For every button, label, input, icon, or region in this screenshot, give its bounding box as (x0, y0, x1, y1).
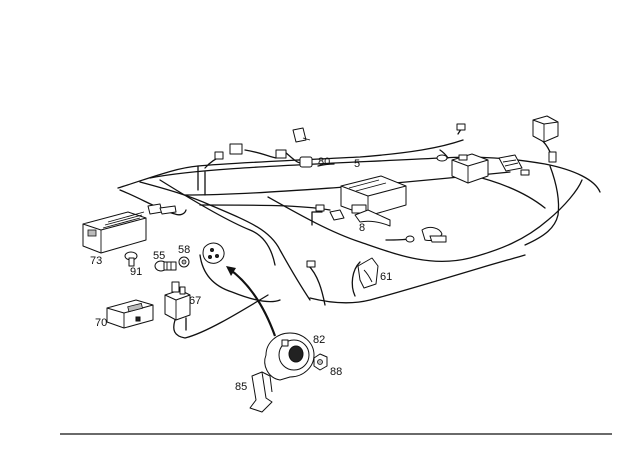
label-80: 80 (318, 156, 330, 168)
label-85: 85 (235, 381, 247, 393)
nut-88 (313, 353, 328, 371)
label-5: 5 (354, 158, 360, 170)
grommet-58 (178, 256, 190, 268)
screw-91 (124, 251, 138, 267)
label-61: 61 (380, 271, 392, 283)
control-unit-5 (340, 175, 407, 217)
plug-connector (405, 226, 447, 243)
label-58: 58 (178, 244, 190, 256)
label-67: 67 (189, 295, 201, 307)
horn-82 (264, 332, 315, 381)
connector-80 (292, 127, 313, 168)
label-70: 70 (95, 317, 107, 329)
end-connectors (306, 204, 325, 268)
connector-strip (498, 154, 530, 176)
relay-box-73 (82, 203, 177, 254)
bulb-holder-55 (154, 260, 177, 272)
leader-arrow (226, 266, 277, 337)
bracket-8 (329, 209, 391, 227)
label-91: 91 (130, 266, 142, 278)
part-labels: 5 8 55 58 61 67 70 73 80 82 85 88 91 (90, 156, 392, 393)
round-connector (202, 242, 225, 264)
relay-top-right (451, 153, 489, 184)
bracket-85 (249, 371, 273, 413)
top-connectors (214, 123, 466, 162)
label-82: 82 (313, 334, 325, 346)
label-8: 8 (359, 222, 365, 234)
label-88: 88 (330, 366, 342, 378)
label-73: 73 (90, 255, 102, 267)
clip-61 (357, 257, 379, 289)
label-55: 55 (153, 250, 165, 262)
sensor-top-right (532, 115, 559, 163)
switch-67 (164, 281, 191, 321)
module-70 (106, 299, 154, 329)
